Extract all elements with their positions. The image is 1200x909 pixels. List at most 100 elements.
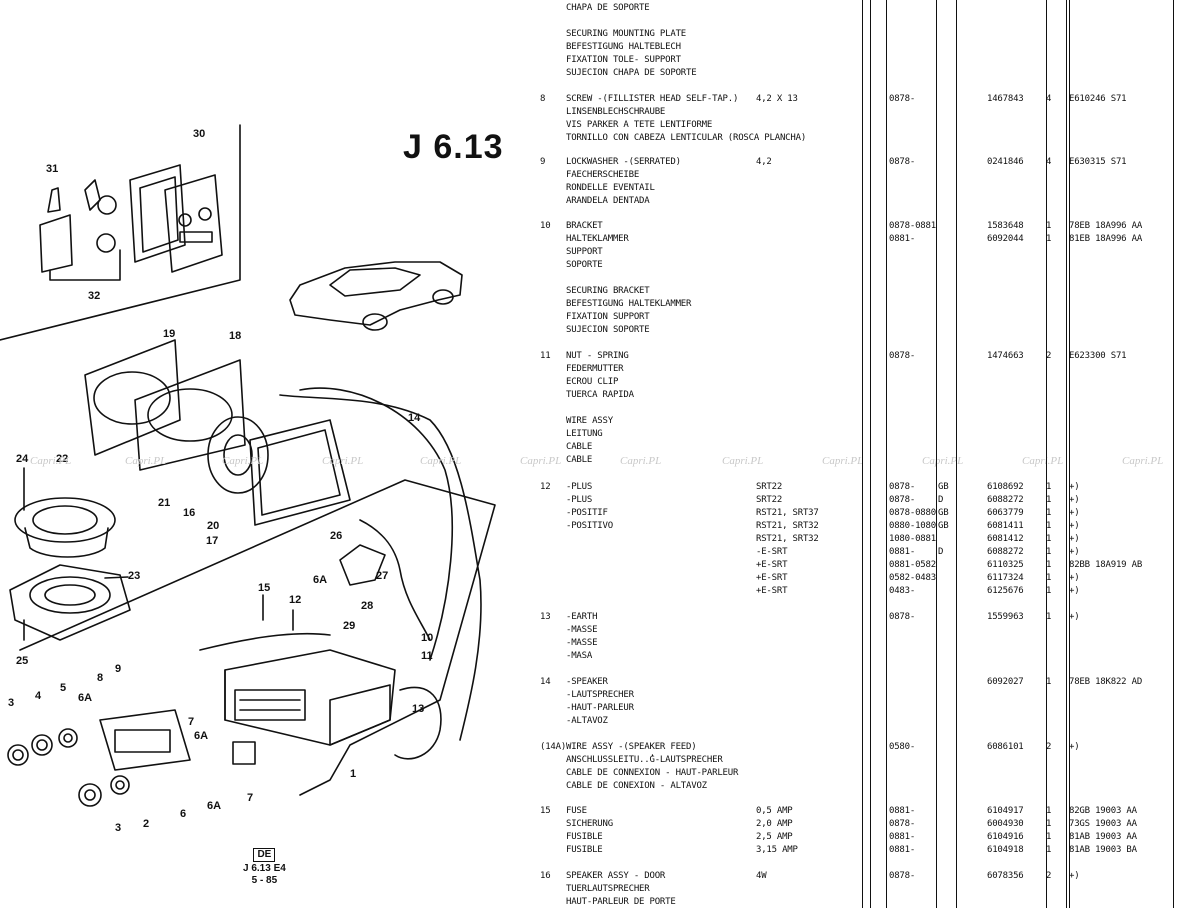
callout-label: 3 [115,822,122,834]
parts-part-cell: 1474663 [987,351,1024,361]
parts-qty-cell: 2 [1046,742,1052,752]
watermark: Capri.PL [620,455,662,467]
parts-no-cell: 15 [540,806,551,816]
parts-spec-cell: 2,5 AMP [756,832,793,842]
parts-desc-cell: -ALTAVOZ [566,716,608,726]
parts-spec-cell: +E-SRT [756,560,788,570]
parts-desc-cell: TUERLAUTSPRECHER [566,884,650,894]
column-divider [1046,0,1047,908]
callout-label: 14 [408,412,421,424]
column-divider [1069,0,1070,908]
parts-desc-cell: FUSE [566,806,587,816]
parts-spec-cell: +E-SRT [756,586,788,596]
watermark: Capri.PL [322,455,364,467]
parts-qty-cell: 1 [1046,819,1052,829]
parts-date-cell: 0878-0881 [889,221,936,231]
parts-qty-cell: 1 [1046,612,1052,622]
parts-part-cell: 1559963 [987,612,1024,622]
callout-label: 22 [56,453,69,465]
parts-desc-cell: LEITUNG [566,429,603,439]
parts-desc-cell: WIRE ASSY -(SPEAKER FEED) [566,742,697,752]
callout-label: 17 [206,535,219,547]
parts-part-cell: 6081411 [987,521,1024,531]
parts-date-cell: 0881- [889,832,916,842]
callout-label: 28 [361,600,374,612]
parts-no-cell: 8 [540,94,546,104]
watermark: Capri.PL [1022,455,1064,467]
callout-label: 32 [88,290,101,302]
parts-ctry-cell: GB [938,482,949,492]
parts-desc-cell: -MASSE [566,638,598,648]
parts-desc-cell: -SPEAKER [566,677,608,687]
callout-label: 6A [313,574,328,586]
parts-date-cell: 0878-0880 [889,508,936,518]
parts-part-cell: 6086101 [987,742,1024,752]
parts-desc-cell: HALTEKLAMMER [566,234,629,244]
parts-date-cell: 0880-1080 [889,521,936,531]
parts-qty-cell: 1 [1046,482,1052,492]
parts-desc-cell: -PLUS [566,495,593,505]
parts-eng-cell: +) [1069,742,1080,752]
parts-qty-cell: 2 [1046,871,1052,881]
watermark: Capri.PL [222,455,264,467]
reference-box: DE [253,848,276,862]
callout-label: 19 [163,328,176,340]
parts-part-cell: 6078356 [987,871,1024,881]
parts-spec-cell: 3,15 AMP [756,845,798,855]
parts-qty-cell: 1 [1046,806,1052,816]
parts-eng-cell: +) [1069,871,1080,881]
parts-desc-cell: TUERCA RAPIDA [566,390,634,400]
parts-spec-cell: 4,2 X 13 [756,94,798,104]
parts-part-cell: 6088272 [987,495,1024,505]
parts-spec-cell: 0,5 AMP [756,806,793,816]
speaker-plates [84,339,351,526]
parts-no-cell: 12 [540,482,551,492]
callout-label: 10 [421,632,434,644]
parts-eng-cell: 82BB 18A919 AB [1069,560,1143,570]
parts-eng-cell: +) [1069,586,1080,596]
speaker-assembly [9,497,131,641]
parts-qty-cell: 1 [1046,521,1052,531]
parts-qty-cell: 1 [1046,534,1052,544]
parts-desc-cell: LOCKWASHER -(SERRATED) [566,157,681,167]
cassette-icon [129,164,223,273]
parts-desc-cell: -POSITIF [566,508,608,518]
parts-qty-cell: 2 [1046,351,1052,361]
parts-desc-cell: SCREW -(FILLISTER HEAD SELF-TAP.) [566,94,739,104]
parts-date-cell: 0878- [889,482,916,492]
parts-desc-cell: SUJECION SOPORTE [566,325,650,335]
parts-eng-cell: 82GB 19003 AA [1069,806,1137,816]
parts-qty-cell: 1 [1046,677,1052,687]
car-icon [289,261,463,331]
parts-desc-cell: SECURING BRACKET [566,286,650,296]
callout-label: 9 [115,663,122,675]
callout-label: 31 [46,163,59,175]
parts-eng-cell: +) [1069,521,1080,531]
parts-date-cell: 0878- [889,157,916,167]
reference-line: J 6.13 E4 [243,863,286,874]
parts-list [533,0,1200,908]
parts-date-cell: 0881- [889,234,916,244]
callout-label: 24 [16,453,29,465]
parts-part-cell: 6110325 [987,560,1024,570]
parts-desc-cell: -HAUT-PARLEUR [566,703,634,713]
parts-qty-cell: 1 [1046,495,1052,505]
callout-label: 16 [183,507,196,519]
parts-eng-cell: 78EB 18K822 AD [1069,677,1143,687]
callout-label: 6A [207,800,222,812]
parts-part-cell: 6063779 [987,508,1024,518]
callout-label: 20 [207,520,220,532]
parts-desc-cell: LINSENBLECHSCHRAUBE [566,107,666,117]
parts-qty-cell: 1 [1046,547,1052,557]
front-panel [7,709,256,807]
parts-desc-cell: ANSCHLUSSLEITU..̔G-LAUTSPRECHER [566,755,723,765]
parts-qty-cell: 1 [1046,832,1052,842]
parts-part-cell: 6104917 [987,806,1024,816]
parts-eng-cell: 78EB 18A996 AA [1069,221,1143,231]
parts-no-cell: 16 [540,871,551,881]
watermark: Capri.PL [922,455,964,467]
parts-qty-cell: 1 [1046,234,1052,244]
parts-date-cell: 0878- [889,94,916,104]
parts-desc-cell: BEFESTIGUNG HALTEKLAMMER [566,299,692,309]
parts-eng-cell: E630315 S71 [1069,157,1127,167]
